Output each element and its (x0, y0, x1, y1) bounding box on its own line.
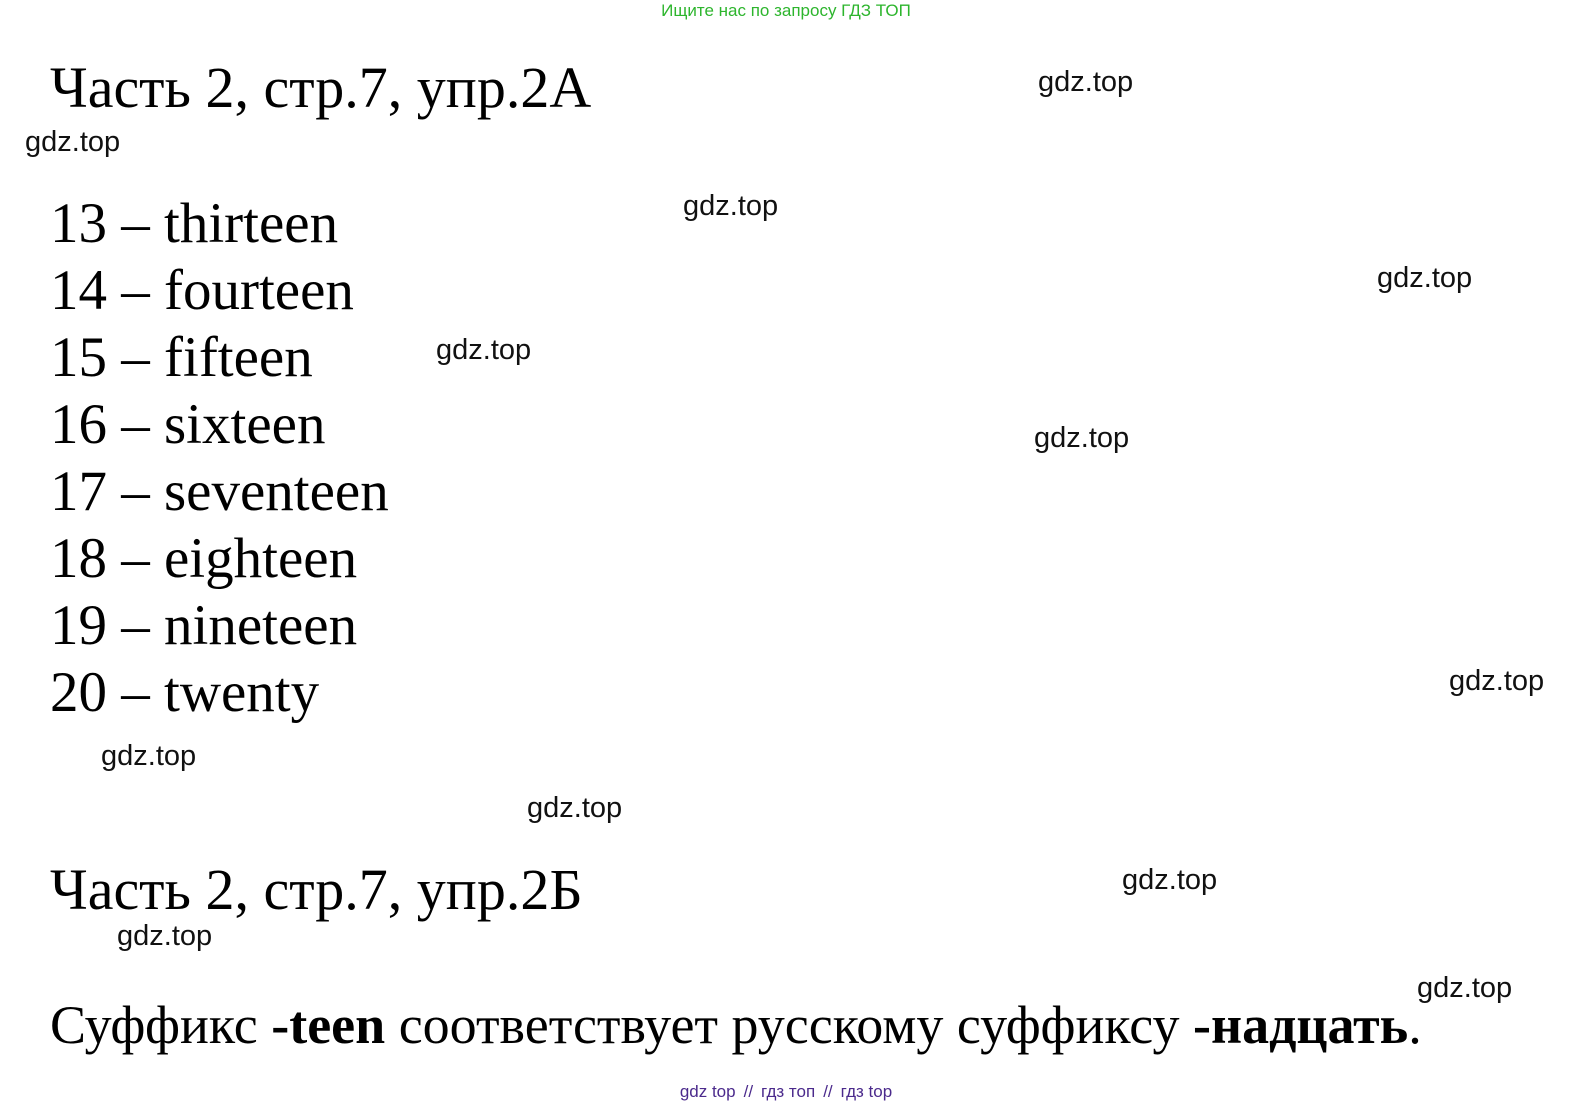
suffix-explanation: Суффикс -teen соответствует русскому суф… (50, 995, 1422, 1055)
answer-item-15: 15 – fifteen (50, 326, 313, 389)
watermark: gdz.top (1038, 66, 1134, 98)
watermark: gdz.top (683, 190, 779, 222)
watermark: gdz.top (1122, 864, 1218, 896)
answer-item-16: 16 – sixteen (50, 393, 326, 456)
exercise-2a-heading: Часть 2, стр.7, упр.2А (50, 55, 592, 120)
watermark: gdz.top (117, 920, 213, 952)
top-banner: Ищите нас по запросу ГДЗ ТОП (661, 1, 911, 20)
footer-link[interactable]: гдз топ (761, 1082, 816, 1101)
watermark: gdz.top (436, 334, 532, 366)
footer-link[interactable]: gdz top (679, 1082, 736, 1101)
suffix-text-part-1: Суффикс (50, 995, 272, 1055)
watermark: gdz.top (25, 126, 121, 158)
watermark: gdz.top (1449, 665, 1545, 697)
watermark: gdz.top (1377, 262, 1473, 294)
suffix-text-part-2: соответствует русскому суффиксу (385, 995, 1193, 1055)
watermark: gdz.top (1034, 422, 1130, 454)
exercise-2b-heading: Часть 2, стр.7, упр.2Б (50, 857, 583, 922)
footer-separator: // (823, 1082, 833, 1101)
watermark: gdz.top (527, 792, 623, 824)
suffix-ru: -надцать (1193, 995, 1409, 1055)
answer-item-14: 14 – fourteen (50, 259, 354, 322)
watermark: gdz.top (101, 740, 197, 772)
suffix-en: -teen (271, 995, 386, 1055)
number-answers-list: 13 – thirteen 14 – fourteen 15 – fifteen… (50, 190, 389, 726)
answer-item-19: 19 – nineteen (50, 594, 358, 657)
answer-item-20: 20 – twenty (50, 661, 320, 724)
answer-item-18: 18 – eighteen (50, 527, 358, 590)
suffix-text-part-3: . (1408, 995, 1422, 1055)
footer-link[interactable]: гдз top (840, 1082, 893, 1101)
answer-item-13: 13 – thirteen (50, 192, 339, 255)
footer-separator: // (743, 1082, 754, 1101)
footer-links: gdz top // гдз топ // гдз top (0, 1080, 1572, 1104)
watermark: gdz.top (1417, 972, 1513, 1004)
answer-item-17: 17 – seventeen (50, 460, 389, 523)
